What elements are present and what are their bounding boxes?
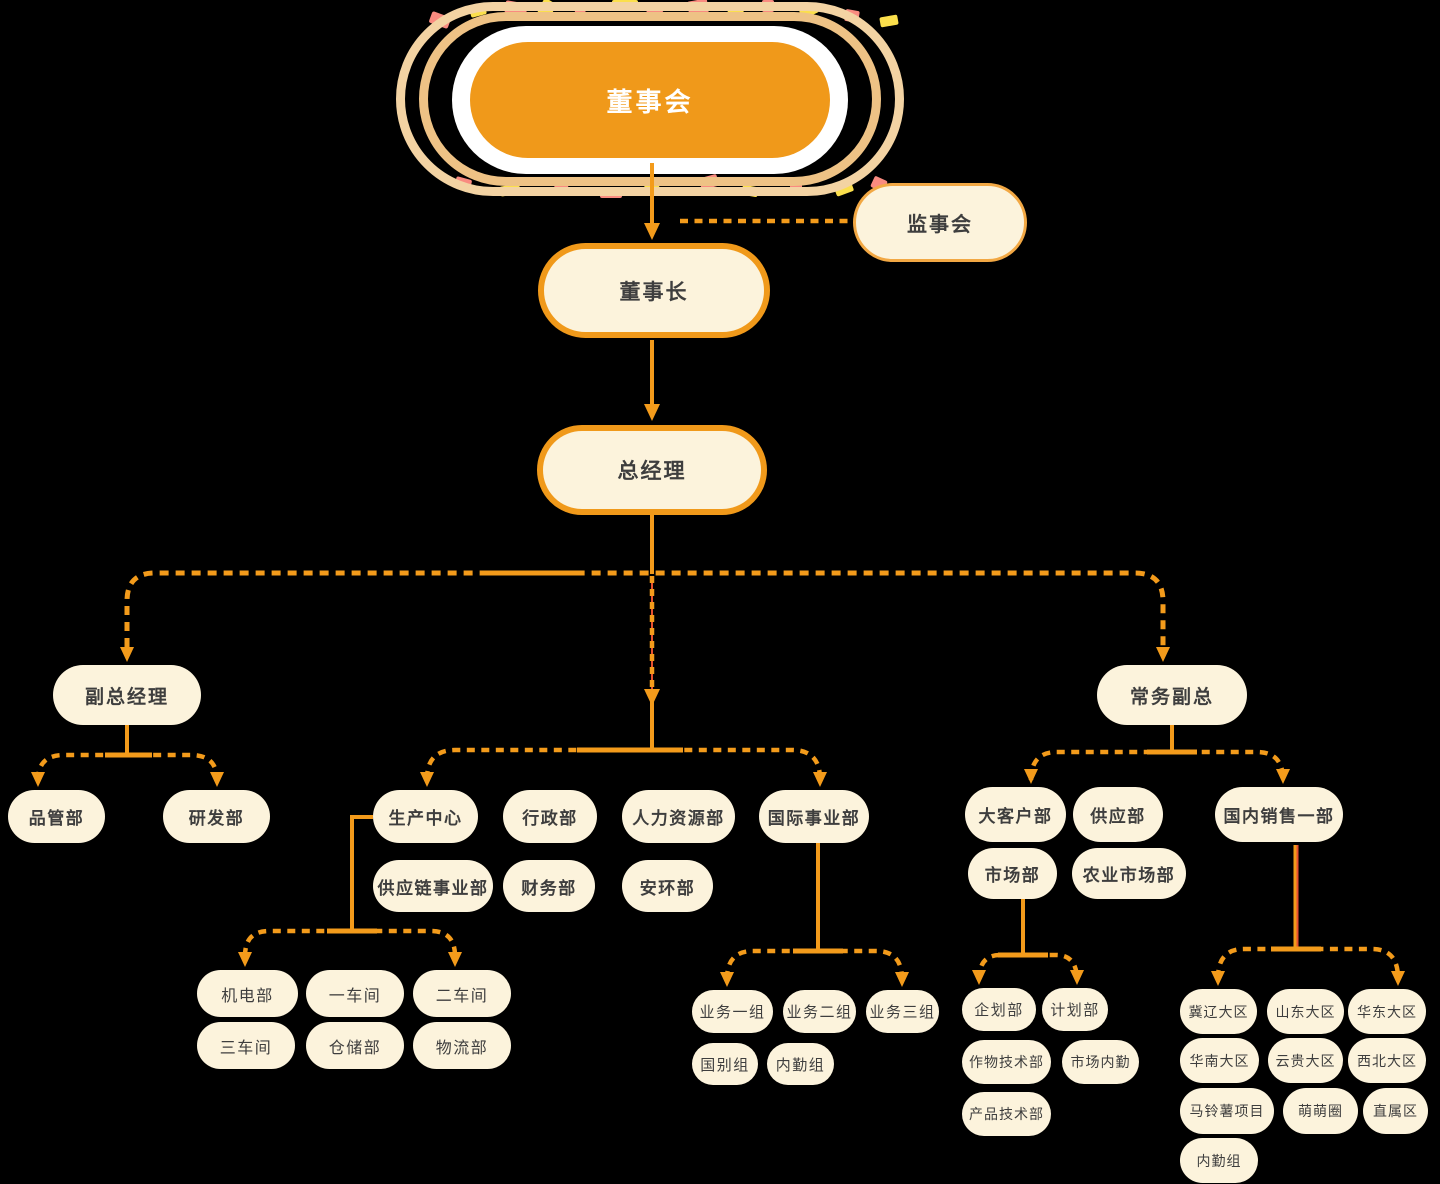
org-node-region-xibei: 西北大区: [1348, 1038, 1426, 1083]
org-node-finance-dept: 财务部: [503, 860, 595, 912]
org-node-planning-dept: 企划部: [962, 988, 1036, 1031]
org-node-general-manager: 总经理: [537, 425, 767, 515]
org-node-mechatronics-dept: 机电部: [197, 970, 298, 1017]
org-node-marketing-dept: 市场部: [968, 848, 1057, 899]
org-node-admin-dept: 行政部: [503, 790, 597, 843]
org-node-safety-env-dept: 安环部: [622, 860, 713, 912]
org-node-country-group: 国别组: [692, 1043, 758, 1085]
org-node-workshop-2: 二车间: [413, 970, 511, 1017]
org-node-chairman: 董事长: [538, 243, 770, 338]
org-node-deputy-gm: 副总经理: [53, 665, 201, 725]
org-node-key-accounts-dept: 大客户部: [965, 787, 1066, 842]
org-node-board-of-directors: 董事会: [470, 42, 830, 158]
org-node-product-tech-dept: 产品技术部: [962, 1092, 1051, 1136]
org-node-region-huanan: 华南大区: [1180, 1038, 1259, 1083]
org-node-region-yungui: 云贵大区: [1268, 1038, 1343, 1083]
org-node-workshop-1: 一车间: [306, 970, 404, 1017]
org-node-business-group-2: 业务二组: [783, 990, 856, 1033]
org-node-international-division: 国际事业部: [759, 790, 869, 843]
org-node-warehouse-dept: 仓储部: [306, 1022, 404, 1069]
org-node-sales-office-group: 内勤组: [1180, 1138, 1258, 1183]
org-node-business-group-1: 业务一组: [692, 990, 773, 1033]
org-node-hr-dept: 人力资源部: [622, 790, 735, 843]
org-node-supply-dept: 供应部: [1073, 787, 1163, 842]
org-node-quality-dept: 品管部: [8, 790, 105, 843]
org-node-crop-tech-dept: 作物技术部: [962, 1040, 1051, 1084]
org-node-agri-marketing-dept: 农业市场部: [1072, 848, 1186, 899]
org-node-potato-project: 马铃薯项目: [1180, 1088, 1274, 1134]
org-node-business-group-3: 业务三组: [866, 990, 939, 1033]
org-node-region-huadong: 华东大区: [1348, 989, 1426, 1034]
org-node-region-shandong: 山东大区: [1267, 989, 1344, 1034]
org-node-domestic-sales-dept-1: 国内销售一部: [1215, 787, 1343, 842]
org-node-mengmengquan: 萌萌圈: [1283, 1088, 1358, 1134]
org-node-supply-chain-division: 供应链事业部: [373, 860, 493, 912]
org-node-supervisory-board: 监事会: [853, 183, 1027, 262]
org-node-production-center: 生产中心: [373, 790, 478, 843]
org-node-direct-region: 直属区: [1363, 1088, 1428, 1134]
org-node-market-office: 市场内勤: [1062, 1040, 1139, 1084]
org-node-scheduling-dept: 计划部: [1042, 988, 1108, 1031]
org-node-intl-office-group: 内勤组: [767, 1043, 834, 1085]
org-node-logistics-dept: 物流部: [413, 1022, 511, 1069]
org-node-workshop-3: 三车间: [197, 1022, 295, 1069]
org-node-region-jiliao: 冀辽大区: [1180, 989, 1257, 1034]
org-node-executive-deputy-gm: 常务副总: [1097, 665, 1247, 725]
org-node-rnd-dept: 研发部: [163, 790, 270, 843]
